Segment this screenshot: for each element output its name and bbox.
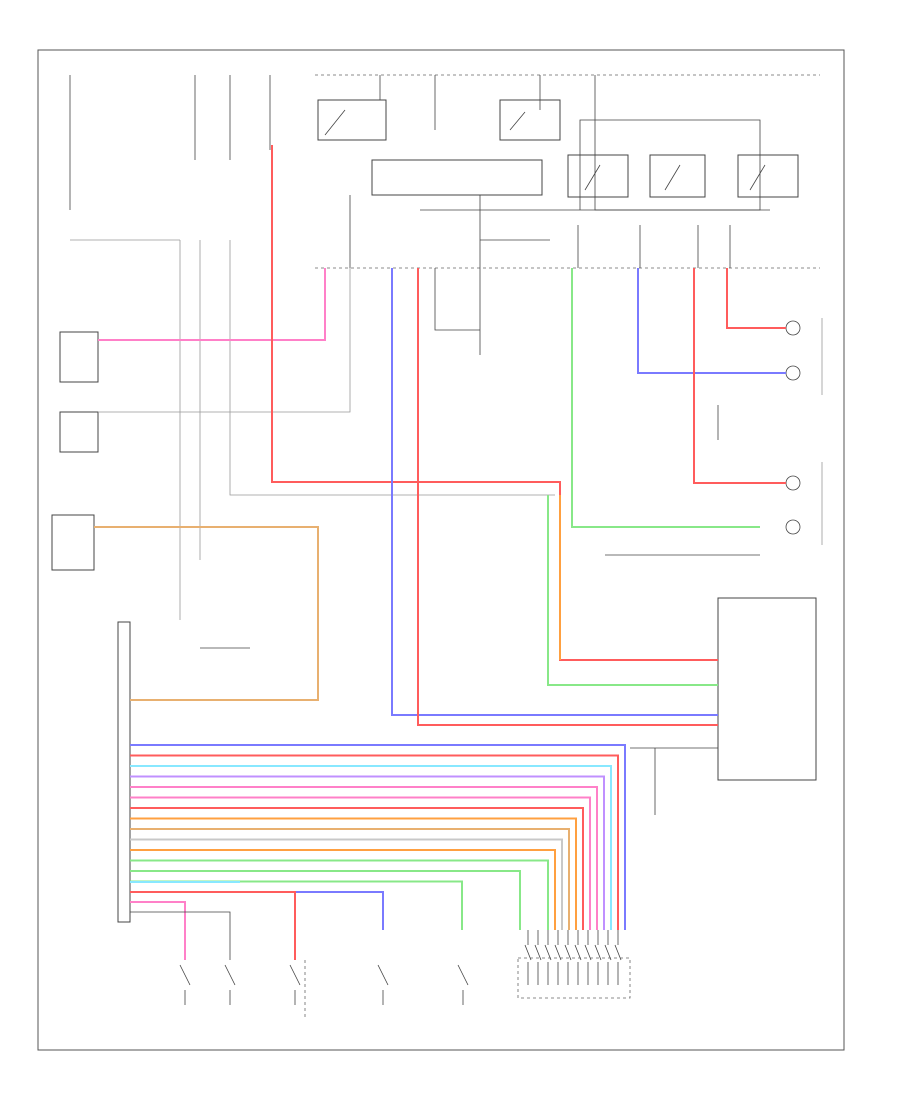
bus-wire [130, 849, 556, 930]
switch-front-left [179, 964, 191, 1005]
relay-block [317, 99, 799, 241]
switch-array-contact [614, 930, 622, 985]
bus-wire [130, 775, 605, 930]
rear-combination-lamp-left [59, 411, 99, 453]
switch-back-door [289, 964, 301, 1005]
switch-rear-right [457, 964, 469, 1005]
wire-tan [94, 526, 319, 701]
wire-green-2 [547, 495, 718, 686]
switch-array-contact [564, 930, 572, 985]
gray-wires [70, 239, 555, 620]
bus-wire [130, 807, 584, 930]
sensor-unit [51, 514, 95, 571]
control-module [371, 159, 543, 196]
diagram-frame [37, 49, 845, 1051]
rear-combination-lamp-right [59, 331, 99, 383]
bus-wire [130, 817, 577, 930]
bus-wire [130, 859, 549, 930]
bus-wire [130, 828, 570, 930]
relay-left [317, 99, 387, 141]
lamp-2 [785, 365, 801, 381]
combination-meter [717, 597, 817, 781]
switch-array [517, 930, 631, 999]
wire-green-1 [571, 268, 760, 528]
wire-blue-2 [637, 268, 786, 374]
top-fuse-block [69, 74, 820, 210]
door-switches [130, 881, 469, 1020]
wire-pink [98, 268, 326, 341]
bus-wire [130, 796, 591, 930]
bus-wire [130, 786, 598, 930]
body-control-module [117, 621, 131, 923]
switch-array-contact [594, 930, 602, 985]
switch-array-contact [544, 930, 552, 985]
switch-array-contact [574, 930, 582, 985]
switch-array-contact [584, 930, 592, 985]
bus-wire [130, 744, 626, 930]
lamp-1 [785, 320, 801, 336]
wire-red-4 [726, 268, 786, 329]
wire-pink-bottom [130, 901, 186, 960]
relay-right-1 [567, 154, 629, 198]
wire-red-2 [417, 268, 718, 726]
relay-right-2 [649, 154, 706, 198]
colored-wires [94, 145, 786, 726]
wire-bus [130, 744, 626, 930]
wire-red-1 [271, 145, 718, 661]
switch-front-right [377, 964, 389, 1005]
lamp-3 [785, 475, 801, 491]
switch-array-contact [554, 930, 562, 985]
wire-red-bottom [130, 891, 296, 960]
wire-red-3 [693, 268, 786, 484]
bus-wire [130, 891, 384, 930]
lamp-column [605, 318, 823, 556]
bus-wire [130, 765, 612, 930]
bus-wire [130, 838, 563, 930]
lamp-4 [785, 519, 801, 535]
bus-wire [130, 870, 521, 930]
switch-array-contact [604, 930, 612, 985]
bus-wire [130, 754, 619, 930]
operation-switch-housing [517, 957, 631, 999]
bus-wire [130, 880, 463, 930]
relay-right-3 [737, 154, 799, 198]
wire-blue-1 [391, 268, 718, 716]
left-components [51, 331, 817, 923]
fuses-row [349, 195, 731, 355]
switch-array-contact [524, 930, 532, 985]
switch-array-contact [534, 930, 542, 985]
relay-center [499, 99, 561, 141]
switch-rear-left [224, 964, 236, 1005]
